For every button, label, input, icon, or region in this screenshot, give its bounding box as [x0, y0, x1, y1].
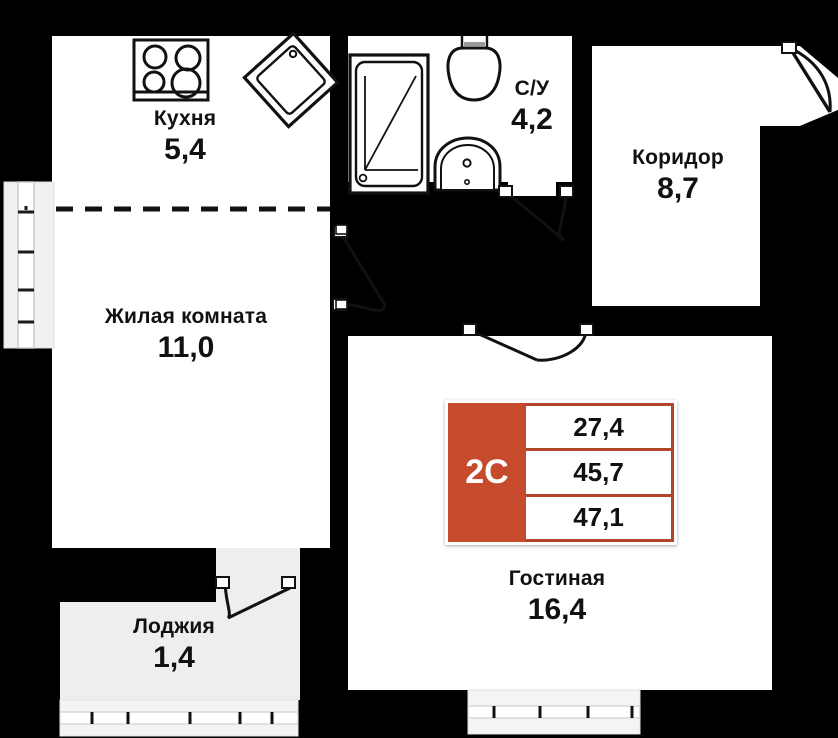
entry-opening-area: [760, 46, 838, 126]
wall-top-strip: [0, 0, 838, 22]
bathroom-door-swing: [498, 185, 574, 242]
window-lounge-glass: [467, 705, 641, 719]
kitchen-sink-icon: [242, 31, 340, 129]
windows: [3, 181, 641, 737]
area-value-usable: 45,7: [526, 451, 671, 497]
wall-left-upper: [34, 22, 52, 182]
wall-right-entry-lower: [754, 160, 838, 335]
wall-lounge-left-lower: [330, 548, 348, 700]
wall-living-bottom: [34, 548, 216, 602]
wall-left-lower: [34, 348, 52, 606]
wall-loggia-left: [34, 602, 60, 700]
window-left-glass: [17, 181, 35, 349]
wall-corridor-bottom: [592, 306, 774, 336]
apartment-area-badge: 2С 27,4 45,7 47,1: [445, 400, 677, 545]
loggia-door-swing: [215, 576, 296, 620]
wall-left-strip: [0, 22, 34, 738]
entry-wall-below: [760, 110, 838, 160]
wall-top-kitchen: [34, 22, 348, 36]
entry-wedge: [760, 46, 838, 160]
jamb-living-top: [335, 224, 348, 235]
washbasin-icon: [433, 136, 502, 192]
wall-top-bathroom: [348, 22, 598, 36]
wall-living-lounge: [330, 336, 348, 548]
window-lounge-mullions: [492, 706, 634, 718]
jamb-living-bottom: [335, 299, 348, 310]
wall-right-upper: [760, 22, 774, 46]
window-loggia-glass: [59, 711, 299, 725]
bathtub-icon: [348, 53, 430, 195]
lounge-door-swing: [462, 323, 594, 362]
wall-lounge-right: [772, 336, 838, 696]
void-corridor: [592, 46, 760, 306]
entrance-door-swing: [781, 41, 832, 113]
apartment-area-values: 27,4 45,7 47,1: [526, 403, 674, 542]
door-swings: [215, 41, 832, 620]
toilet-icon: [446, 36, 502, 102]
wall-hall-lounge: [330, 320, 592, 336]
wall-bottom-left-strip: [0, 700, 60, 738]
void-loggia: [60, 602, 300, 700]
window-left-mullions: [18, 206, 34, 324]
area-value-living: 27,4: [526, 406, 671, 452]
stove-icon: [132, 38, 210, 102]
wall-loggia-corner: [34, 548, 60, 604]
wall-bath-corridor: [572, 22, 592, 196]
area-value-total: 47,1: [526, 496, 671, 539]
apartment-type-label: 2С: [448, 403, 526, 542]
wall-top-corridor: [592, 22, 774, 46]
wall-kitchen-bath: [330, 22, 348, 232]
wall-living-hall: [330, 232, 348, 332]
door-jambs: [335, 224, 348, 310]
window-loggia-mullions: [90, 712, 274, 724]
wall-loggia-right: [300, 548, 330, 700]
